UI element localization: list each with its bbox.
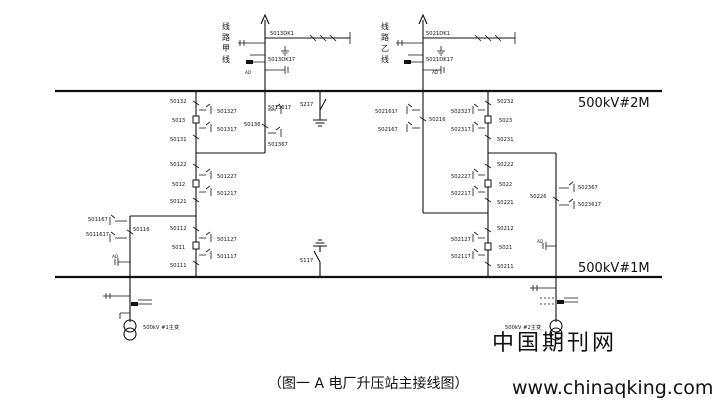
label-5117: 5117: [300, 258, 313, 264]
label-501227: 501227: [217, 174, 237, 180]
label-5023: 5023: [499, 118, 512, 124]
line-jia-name: 线 路 甲 线: [222, 21, 230, 64]
label-50136: 50136: [244, 122, 261, 128]
svg-text:线: 线: [381, 21, 389, 31]
label-5023617: 5023617: [578, 202, 601, 208]
label-50212: 50212: [497, 226, 514, 232]
label-502167: 502167: [378, 127, 398, 133]
transformer-1-tap: 50116 501167 5011617 AD: [86, 214, 196, 277]
label-50122: 50122: [170, 162, 187, 168]
label-5021: 5021: [499, 245, 512, 251]
svg-text:路: 路: [222, 32, 230, 42]
transformer-2-label: 500kV #2主变: [505, 323, 541, 331]
label-50116: 50116: [133, 227, 150, 233]
label-50222: 50222: [497, 162, 514, 168]
label-50231: 50231: [497, 137, 514, 143]
label-502161: 502161?: [375, 109, 398, 115]
svg-text:线: 线: [381, 54, 389, 64]
breaker-5013: [192, 115, 200, 124]
label-50216: 50216: [429, 117, 446, 123]
label-50132: 50132: [170, 99, 187, 105]
label-50112: 50112: [170, 226, 187, 232]
label-50232: 50232: [497, 99, 514, 105]
ct-label-t1: AD: [112, 254, 118, 259]
label-50211: 50211: [497, 264, 514, 270]
transformer-2-tap: 50226 502367 5023617 AD: [488, 152, 601, 277]
label-501327: 501327: [217, 109, 237, 115]
svg-text:乙: 乙: [381, 44, 389, 53]
label-5021dk1: 5021DK1: [426, 31, 450, 37]
svg-text:线: 线: [222, 21, 230, 31]
label-5013617: 5013617: [268, 105, 291, 111]
label-502327: 502327: [451, 109, 471, 115]
bus-1m-earth-switch: 5117: [300, 239, 327, 277]
label-502117: 502117: [451, 254, 471, 260]
breaker-5012: [192, 179, 200, 188]
right-earth-switches: [472, 103, 485, 259]
line-jia-tap: 50136 5013617 501367 5013DK1 5013DK17 AD: [196, 13, 351, 154]
ct-label-yi: AD: [432, 70, 438, 75]
bus-1m-label: 500kV#1M: [578, 261, 650, 276]
label-5217: 5217: [300, 102, 313, 108]
label-501127: 501127: [217, 237, 237, 243]
left-breaker-string: 50132 5013 50131 50122 5012 50121 50112 …: [170, 91, 237, 277]
line-yi-name: 线 路 乙 线: [381, 21, 389, 64]
label-50121: 50121: [170, 199, 187, 205]
label-501217: 501217: [217, 191, 237, 197]
ct-label-jia: AD: [245, 70, 251, 75]
line-yi-tap: 50216 502161? 502167 5021DK1 5021DK17 AD: [375, 13, 516, 214]
transformer-2: 500kV #2主变: [505, 277, 578, 341]
line-jia-arrow: [260, 13, 270, 25]
label-502127: 502127: [451, 237, 471, 243]
watermark-url: www.chinaqking.com: [512, 377, 713, 399]
label-50226: 50226: [530, 194, 547, 200]
bus-2m-label: 500kV#2M: [578, 96, 650, 111]
left-earth-switches: [199, 103, 212, 259]
breaker-5023: [484, 115, 492, 124]
label-50131: 50131: [170, 137, 187, 143]
label-502317: 502317: [451, 127, 471, 133]
right-breaker-string: 50232 5023 50231 50222 5022 50221 50212 …: [451, 91, 514, 277]
breaker-5021: [484, 242, 492, 251]
label-501367: 501367: [268, 142, 288, 148]
label-5013: 5013: [172, 118, 185, 124]
label-5011617: 5011617: [86, 232, 109, 238]
watermark-brand: 中国期刊网: [492, 331, 617, 356]
svg-text:路: 路: [381, 32, 389, 42]
label-5011: 5011: [172, 245, 185, 251]
transformer-1: 500kV #1主变: [103, 277, 179, 341]
label-501117: 501117: [217, 254, 237, 260]
svg-text:甲: 甲: [222, 44, 230, 53]
bus-2m-earth-switch: 5217: [300, 91, 327, 127]
label-5013dk1: 5013DK1: [270, 31, 294, 37]
label-502217: 502217: [451, 191, 471, 197]
svg-text:线: 线: [222, 54, 230, 64]
transformer-1-label: 500kV #1主变: [143, 323, 179, 331]
label-50111: 50111: [170, 263, 187, 269]
label-502227: 502227: [451, 174, 471, 180]
label-50221: 50221: [497, 200, 514, 206]
line-yi-arrow: [418, 13, 428, 25]
diagram-caption: （图一 A 电厂升压站主接线图）: [268, 375, 468, 392]
ct-label-t2: AD: [537, 239, 543, 244]
breaker-5022: [484, 179, 492, 188]
breaker-5011: [192, 241, 200, 250]
label-5012: 5012: [172, 182, 185, 188]
label-5021dk17: 5021DK17: [426, 57, 453, 63]
label-501317: 501317: [217, 127, 237, 133]
label-502367: 502367: [578, 185, 598, 191]
label-5013dk17: 5013DK17: [268, 57, 295, 63]
label-5022: 5022: [499, 182, 512, 188]
label-501167: 501167: [88, 217, 108, 223]
